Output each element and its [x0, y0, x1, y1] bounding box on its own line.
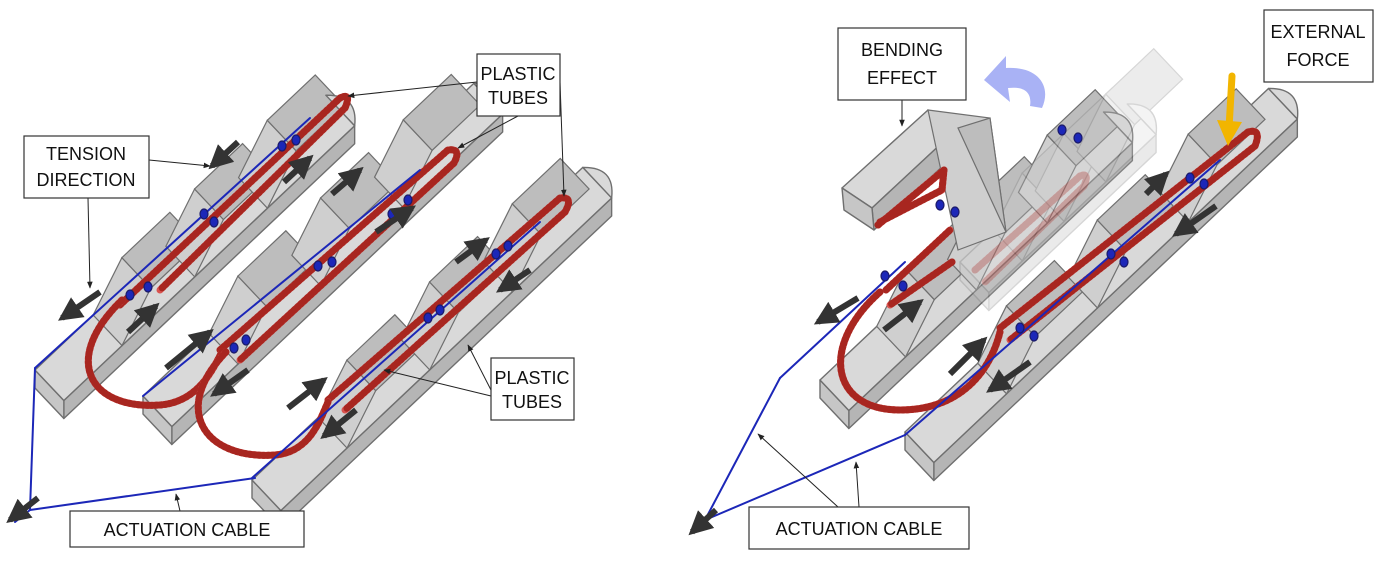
leader-cable-right-2: [856, 462, 859, 507]
pin: [1030, 331, 1038, 341]
svg-text:BENDING: BENDING: [861, 40, 943, 60]
label-external-force: EXTERNAL FORCE: [1264, 10, 1373, 82]
leader-cable-left: [176, 494, 180, 511]
pin: [210, 217, 218, 227]
pin: [1016, 323, 1024, 333]
pin: [126, 290, 134, 300]
pin: [328, 257, 336, 267]
pin: [881, 271, 889, 281]
pin: [492, 249, 500, 259]
svg-text:ACTUATION CABLE: ACTUATION CABLE: [776, 519, 943, 539]
pin: [436, 305, 444, 315]
pin: [1058, 125, 1066, 135]
pin: [504, 241, 512, 251]
leader-cable-right-1: [758, 434, 838, 507]
bent-segment: [842, 110, 1006, 250]
pin: [200, 209, 208, 219]
pin: [314, 261, 322, 271]
pin: [1200, 179, 1208, 189]
leader-tubes-bottom-1: [468, 345, 491, 390]
svg-text:TENSION: TENSION: [46, 144, 126, 164]
label-bending-effect: BENDING EFFECT: [838, 28, 966, 100]
svg-text:EXTERNAL: EXTERNAL: [1270, 22, 1365, 42]
pin: [1186, 173, 1194, 183]
leader-tension-1: [149, 160, 210, 166]
direction-arrow-icon: [288, 380, 324, 408]
direction-arrow-icon: [692, 510, 716, 532]
pin: [404, 195, 412, 205]
pin: [936, 200, 944, 210]
svg-text:TUBES: TUBES: [488, 88, 548, 108]
svg-text:ACTUATION CABLE: ACTUATION CABLE: [104, 520, 271, 540]
pin: [951, 207, 959, 217]
label-actuation-cable-right: ACTUATION CABLE: [749, 507, 969, 549]
pin: [1120, 257, 1128, 267]
pin: [144, 282, 152, 292]
pin: [242, 335, 250, 345]
pin: [1107, 249, 1115, 259]
svg-text:PLASTIC: PLASTIC: [480, 64, 555, 84]
pin: [899, 281, 907, 291]
actuator-beams: [35, 49, 1298, 529]
svg-text:DIRECTION: DIRECTION: [37, 170, 136, 190]
svg-text:TUBES: TUBES: [502, 392, 562, 412]
pin: [278, 141, 286, 151]
label-plastic-tubes-bottom: PLASTIC TUBES: [491, 358, 574, 420]
pin: [424, 313, 432, 323]
label-actuation-cable-left: ACTUATION CABLE: [70, 511, 304, 547]
leader-tension-2: [88, 198, 90, 288]
pin: [1074, 133, 1082, 143]
label-plastic-tubes-top: PLASTIC TUBES: [477, 54, 560, 116]
svg-text:EFFECT: EFFECT: [867, 68, 937, 88]
svg-text:PLASTIC: PLASTIC: [494, 368, 569, 388]
curved-arrow-icon: [984, 56, 1045, 108]
svg-text:FORCE: FORCE: [1287, 50, 1350, 70]
pin: [230, 343, 238, 353]
label-tension-direction: TENSION DIRECTION: [24, 136, 149, 198]
pin: [292, 135, 300, 145]
